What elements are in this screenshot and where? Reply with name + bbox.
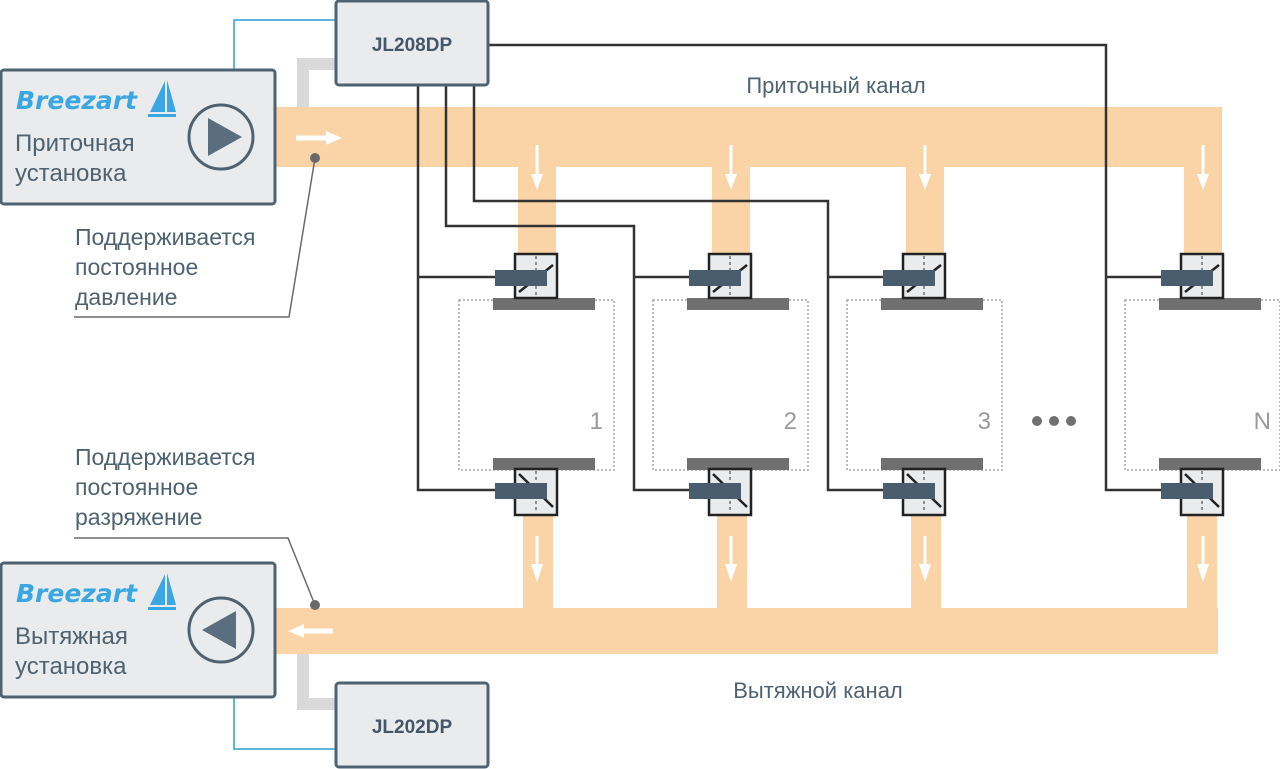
sail-icon <box>148 80 176 117</box>
supply-signal-wire <box>233 19 336 70</box>
exhaust-signal-wire <box>233 698 336 750</box>
exhaust-damper-2 <box>687 458 789 517</box>
supply-brand-logo: Breezart <box>16 86 138 115</box>
sail-icon <box>148 573 176 610</box>
supply-unit: Breezart Приточная установка <box>0 68 277 206</box>
actuator <box>883 270 935 286</box>
actuator <box>495 483 547 499</box>
supply-damper-2 <box>687 252 789 310</box>
supply-damper-3 <box>881 252 983 310</box>
exhaust-damper-3 <box>881 458 983 517</box>
exhaust-unit-title-2: установка <box>15 653 127 680</box>
supply-note-line-1: Поддерживается <box>75 224 256 250</box>
exhaust-sensor-callout <box>74 537 320 610</box>
supply-duct <box>276 107 1222 256</box>
fan-circle-icon <box>187 103 255 171</box>
exhaust-brand-logo: Breezart <box>16 579 138 608</box>
exhaust-note-line-1: Поддерживается <box>75 444 256 470</box>
supply-unit-title-1: Приточная <box>15 130 135 157</box>
supply-note-line-2: постоянное <box>75 254 198 280</box>
exhaust-duct <box>276 515 1218 654</box>
ellipsis-dots <box>1032 416 1076 426</box>
exhaust-channel-label: Вытяжной канал <box>733 678 903 703</box>
room-number-n: N <box>1254 408 1271 435</box>
exhaust-damper-4 <box>1159 458 1261 517</box>
supply-pressure-tube <box>297 58 336 108</box>
exhaust-flow-arrow <box>288 624 333 638</box>
room-number-3: 3 <box>978 408 991 435</box>
supply-damper-4 <box>1159 252 1261 310</box>
room-number-2: 2 <box>784 408 797 435</box>
supply-note-line-3: давление <box>75 284 177 310</box>
play-left-icon <box>202 611 236 649</box>
supply-damper-1 <box>493 252 595 310</box>
exhaust-note-line-2: постоянное <box>75 474 198 500</box>
room-n <box>1124 299 1280 471</box>
supply-controller: JL208DP <box>334 0 490 87</box>
supply-controller-label: JL208DP <box>372 35 453 56</box>
room-1 <box>458 299 615 471</box>
control-wiring <box>416 43 1166 492</box>
actuator <box>883 483 935 499</box>
actuator <box>495 270 547 286</box>
actuator <box>1161 270 1213 286</box>
room-number-1: 1 <box>590 408 603 435</box>
supply-flow-arrow <box>296 131 342 145</box>
play-right-icon <box>208 118 242 156</box>
room-3 <box>846 299 1003 471</box>
room-2 <box>652 299 809 471</box>
supply-unit-title-2: установка <box>15 160 127 187</box>
actuator <box>1161 483 1213 499</box>
actuator <box>689 270 741 286</box>
exhaust-controller-label: JL202DP <box>372 717 453 738</box>
exhaust-damper-1 <box>493 458 595 517</box>
fan-circle-icon <box>187 596 255 664</box>
supply-channel-label: Приточный канал <box>746 73 925 98</box>
branch-down-arrows <box>531 145 1209 582</box>
exhaust-pressure-tube <box>297 650 336 710</box>
actuator <box>689 483 741 499</box>
supply-sensor-callout <box>74 153 320 318</box>
exhaust-unit: Breezart Вытяжная установка <box>0 561 277 699</box>
exhaust-controller: JL202DP <box>334 681 490 769</box>
exhaust-note-line-3: разряжение <box>75 504 202 530</box>
exhaust-unit-title-1: Вытяжная <box>15 623 128 650</box>
